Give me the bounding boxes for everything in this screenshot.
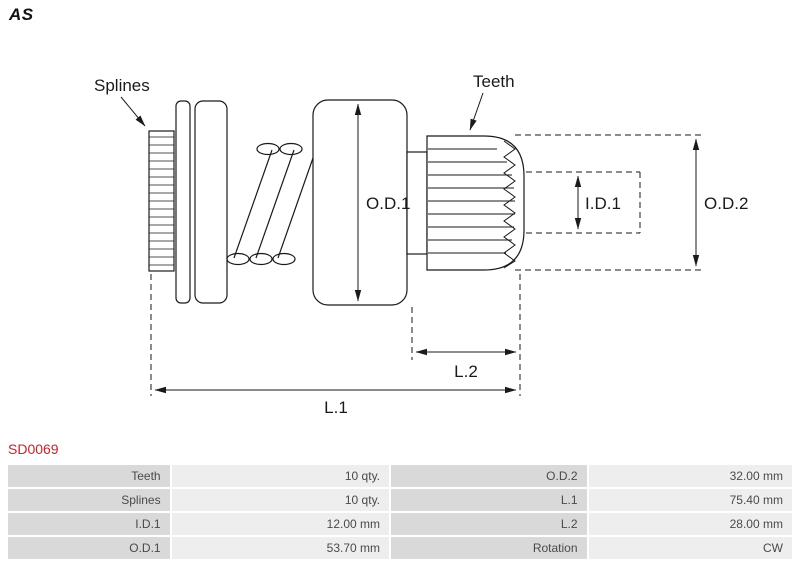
splines-label: Splines bbox=[94, 76, 150, 95]
as-logo-text: AS bbox=[9, 5, 34, 24]
spec-label: O.D.2 bbox=[391, 465, 587, 487]
splined-shaft bbox=[148, 130, 175, 272]
spec-value: 10 qty. bbox=[171, 489, 390, 511]
id1-label: I.D.1 bbox=[585, 194, 621, 213]
teeth-arrow bbox=[469, 92, 484, 131]
spec-label: Rotation bbox=[391, 537, 587, 559]
spec-label: L.2 bbox=[391, 513, 587, 535]
l1-label: L.1 bbox=[324, 398, 348, 417]
technical-drawing: Splines Teeth O.D.1 I.D.1 O.D.2 L.2 L.1 bbox=[94, 72, 748, 417]
specs-table: Teeth 10 qty. O.D.2 32.00 mm Splines 10 … bbox=[8, 465, 792, 559]
splines-arrow bbox=[120, 96, 146, 127]
l2-label: L.2 bbox=[454, 362, 478, 381]
spec-value: 32.00 mm bbox=[588, 465, 792, 487]
spec-value: 10 qty. bbox=[171, 465, 390, 487]
spec-label: L.1 bbox=[391, 489, 587, 511]
teeth-label: Teeth bbox=[473, 72, 515, 91]
spec-footer: SD0069 Teeth 10 qty. O.D.2 32.00 mm Spli… bbox=[8, 440, 792, 559]
spec-label: I.D.1 bbox=[8, 513, 170, 535]
spec-value: 75.40 mm bbox=[588, 489, 792, 511]
pinion-gear bbox=[426, 135, 525, 271]
spec-value: 53.70 mm bbox=[171, 537, 390, 559]
extension-lines bbox=[150, 134, 702, 396]
spec-value: CW bbox=[588, 537, 792, 559]
spring bbox=[226, 142, 314, 266]
part-number: SD0069 bbox=[8, 441, 59, 457]
spec-value: 28.00 mm bbox=[588, 513, 792, 535]
od1-label: O.D.1 bbox=[366, 194, 410, 213]
od2-label: O.D.2 bbox=[704, 194, 748, 213]
as-logo: AS bbox=[9, 5, 34, 25]
spec-value: 12.00 mm bbox=[171, 513, 390, 535]
spec-label: Teeth bbox=[8, 465, 170, 487]
flange-discs bbox=[175, 100, 228, 304]
spec-label: O.D.1 bbox=[8, 537, 170, 559]
spec-label: Splines bbox=[8, 489, 170, 511]
